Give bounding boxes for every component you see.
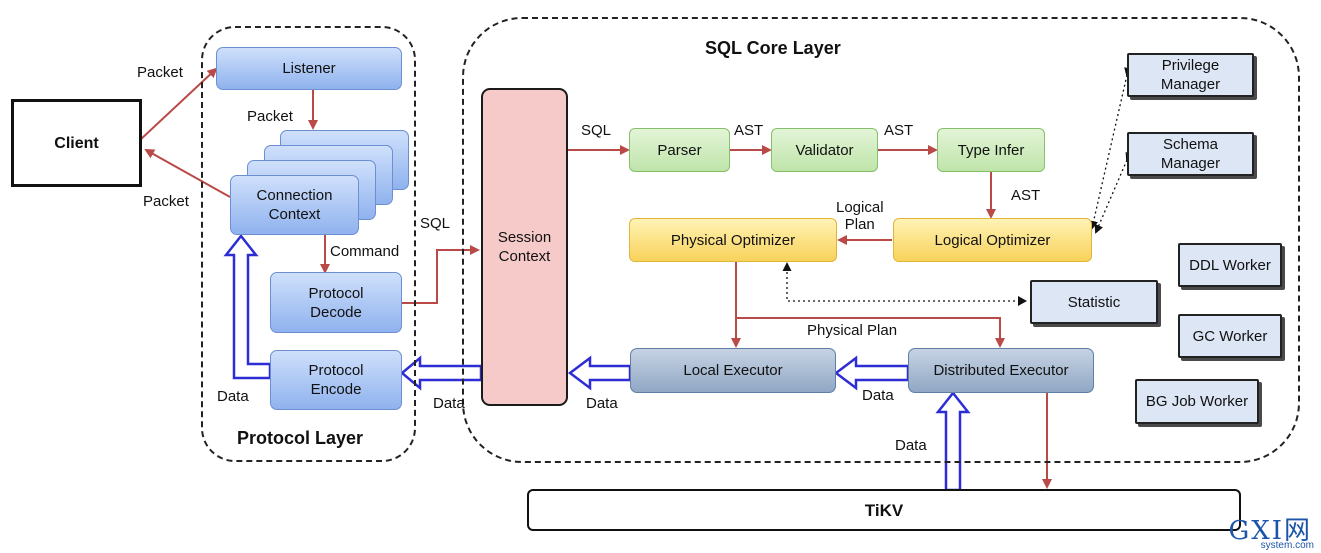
sql-core-layer-title: SQL Core Layer: [705, 38, 841, 58]
label-sql-session: SQL: [420, 215, 451, 232]
data-arrow-encode-connection: [223, 233, 272, 380]
local-executor-node[interactable]: Local Executor: [630, 348, 836, 393]
bg-job-worker-node[interactable]: BG Job Worker: [1135, 379, 1259, 424]
edge-statistic-arrowhead: [1018, 296, 1027, 306]
distributed-executor-node[interactable]: Distributed Executor: [908, 348, 1094, 393]
label-data-encode: Data: [217, 388, 249, 405]
label-ast-3: AST: [1011, 187, 1041, 204]
session-context-node[interactable]: Session Context: [481, 88, 568, 406]
edge-physical-distributed: [736, 317, 1005, 348]
watermark-text: GXI网: [1228, 516, 1312, 546]
label-packet-out: Packet: [143, 193, 189, 210]
edge-schema-logical: [1094, 151, 1134, 234]
parser-node[interactable]: Parser: [629, 128, 730, 172]
edge-connection-client: [144, 149, 231, 198]
gc-worker-node[interactable]: GC Worker: [1178, 314, 1282, 358]
listener-node[interactable]: Listener: [216, 47, 402, 90]
label-data-session: Data: [433, 395, 465, 412]
sql-core-layer-region: [462, 17, 1300, 463]
type-infer-node[interactable]: Type Infer: [937, 128, 1045, 172]
logical-optimizer-node[interactable]: Logical Optimizer: [893, 218, 1092, 262]
label-sql-parser: SQL: [581, 122, 612, 139]
data-arrow-tikv-distributed: [935, 390, 971, 492]
label-physical-plan: Physical Plan: [807, 322, 898, 339]
label-data-tikv: Data: [895, 437, 927, 454]
connection-context-node[interactable]: Connection Context: [230, 175, 359, 235]
schema-manager-node[interactable]: Schema Manager: [1127, 132, 1254, 176]
label-ast-1: AST: [734, 122, 764, 139]
label-ast-2: AST: [884, 122, 914, 139]
data-arrow-session-encode: [400, 355, 483, 391]
ddl-worker-node[interactable]: DDL Worker: [1178, 243, 1282, 287]
watermark-logo: GXI网 system.com: [1090, 508, 1320, 553]
label-command: Command: [330, 243, 400, 260]
label-logical-plan: Logical Plan: [836, 199, 884, 233]
data-arrow-distributed-local: [833, 355, 910, 391]
physical-optimizer-node[interactable]: Physical Optimizer: [629, 218, 837, 262]
protocol-encode-node[interactable]: Protocol Encode: [270, 350, 402, 410]
validator-node[interactable]: Validator: [771, 128, 878, 172]
client-node[interactable]: Client: [11, 99, 142, 187]
protocol-layer-region: [201, 26, 416, 462]
protocol-layer-title: Protocol Layer: [237, 428, 364, 448]
watermark-sub: system.com: [1260, 540, 1314, 551]
label-data-local: Data: [586, 395, 618, 412]
privilege-manager-node[interactable]: Privilege Manager: [1127, 53, 1254, 97]
label-packet-in: Packet: [137, 64, 183, 81]
statistic-node[interactable]: Statistic: [1030, 280, 1158, 324]
edge-decode-session: [402, 245, 480, 304]
label-packet-listener: Packet: [247, 108, 293, 125]
edge-client-listener: [139, 67, 218, 141]
data-arrow-local-session: [567, 355, 632, 391]
tikv-node[interactable]: TiKV: [527, 489, 1241, 531]
label-data-distributed: Data: [862, 387, 894, 404]
protocol-decode-node[interactable]: Protocol Decode: [270, 272, 402, 333]
